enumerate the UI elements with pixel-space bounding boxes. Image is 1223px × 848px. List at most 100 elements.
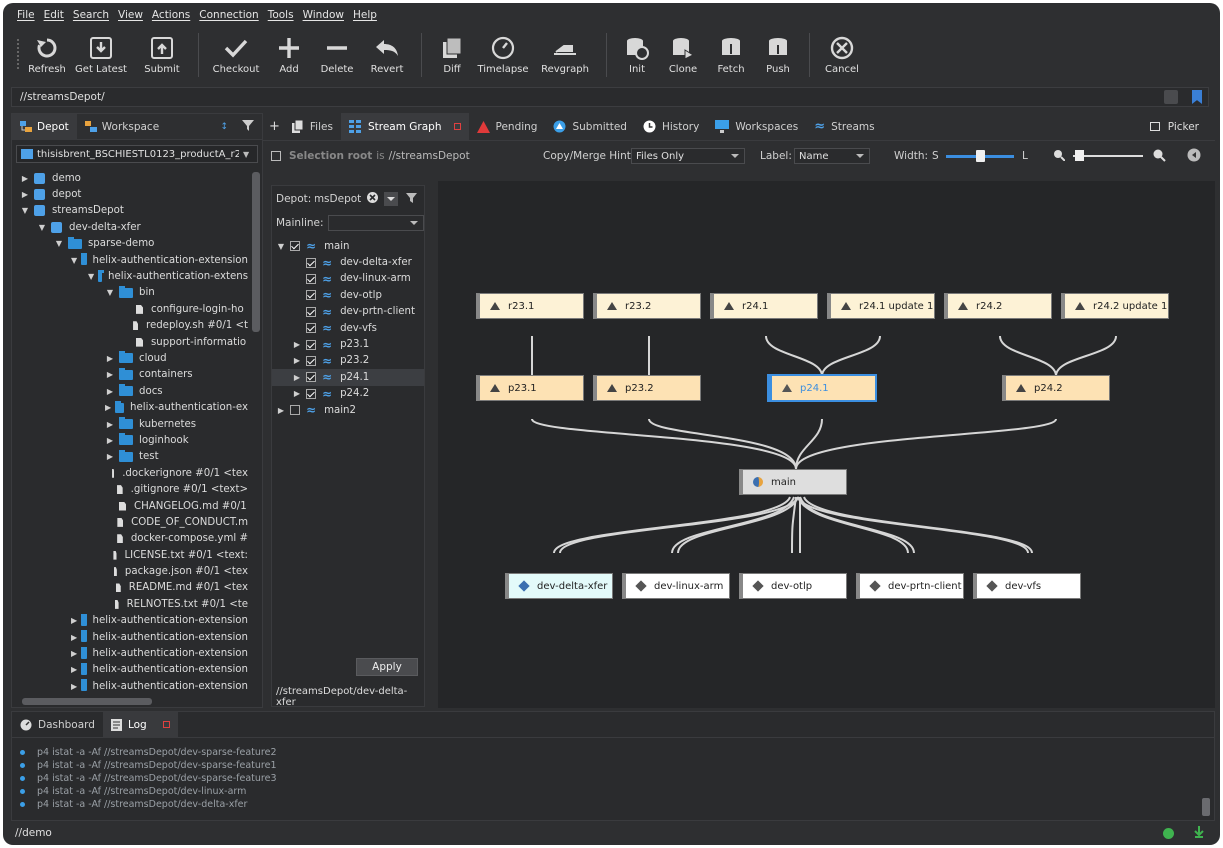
stream-filter-item[interactable]: ▶≈p23.1 (272, 336, 424, 352)
tree-item[interactable]: ▶helix-authentication-extension (12, 629, 248, 645)
delete-button[interactable]: Delete (313, 27, 361, 83)
sort-icon[interactable]: ↕ (220, 122, 228, 132)
new-tab-button[interactable]: + (269, 119, 280, 134)
log-scrollbar[interactable] (1202, 748, 1210, 818)
tree-item[interactable]: ▶depot (12, 186, 248, 202)
chevron-right-icon[interactable]: ▶ (71, 616, 77, 625)
close-tab-icon[interactable] (163, 721, 170, 728)
stream-checkbox[interactable] (306, 372, 316, 382)
stream-checkbox[interactable] (306, 290, 316, 300)
tree-vertical-scrollbar[interactable] (250, 170, 262, 692)
stream-checkbox[interactable] (306, 356, 316, 366)
close-tab-icon[interactable] (454, 123, 461, 130)
stream-filter-item[interactable]: ▶≈main2 (272, 402, 424, 418)
mainline-select[interactable] (328, 215, 424, 231)
tree-item[interactable]: ▼helix-authentication-extens (12, 268, 248, 284)
zoom-in-icon[interactable] (1153, 149, 1166, 165)
tree-item[interactable]: ▶demo (12, 170, 248, 186)
chevron-right-icon[interactable]: ▶ (105, 452, 115, 461)
toolbar-grip[interactable] (17, 39, 20, 69)
chevron-right-icon[interactable]: ▶ (292, 340, 302, 349)
chevron-down-icon[interactable]: ▼ (37, 223, 47, 232)
stream-checkbox[interactable] (306, 307, 316, 317)
stream-node-r24-2[interactable]: r24.2 (944, 293, 1052, 319)
chevron-right-icon[interactable]: ▶ (276, 406, 286, 415)
tree-item[interactable]: ▶helix-authentication-extension (12, 662, 248, 678)
chevron-right-icon[interactable]: ▶ (105, 354, 115, 363)
apply-button[interactable]: Apply (356, 658, 418, 676)
stream-filter-item[interactable]: ▼≈main (272, 238, 424, 254)
menu-file[interactable]: File (17, 9, 35, 21)
clone-button[interactable]: Clone (659, 27, 707, 83)
menu-edit[interactable]: Edit (44, 9, 64, 21)
chevron-right-icon[interactable]: ▶ (71, 682, 77, 691)
stream-node-r24-2-update-1[interactable]: r24.2 update 1 (1061, 293, 1169, 319)
tree-item[interactable]: ▼streamsDepot (12, 203, 248, 219)
zoom-slider-thumb[interactable] (1075, 150, 1084, 161)
chevron-right-icon[interactable]: ▶ (105, 436, 115, 445)
fetch-button[interactable]: Fetch (707, 27, 755, 83)
stream-node-p24-2[interactable]: p24.2 (1002, 375, 1110, 401)
chevron-right-icon[interactable]: ▶ (20, 190, 30, 199)
stream-filter-item[interactable]: ≈dev-prtn-client (272, 304, 424, 320)
cancel-button[interactable]: Cancel (818, 27, 866, 83)
tab-files[interactable]: Files (284, 113, 341, 141)
stream-node-dev-linux-arm[interactable]: dev-linux-arm (622, 573, 730, 599)
download-icon[interactable] (1194, 826, 1204, 841)
tree-item[interactable]: .gitignore #0/1 <text> (12, 481, 248, 497)
stream-node-p23-1[interactable]: p23.1 (476, 375, 584, 401)
tree-item[interactable]: CODE_OF_CONDUCT.m (12, 514, 248, 530)
tree-item[interactable]: README.md #0/1 <tex (12, 580, 248, 596)
width-slider-thumb[interactable] (976, 150, 985, 162)
diff-button[interactable]: Diff (430, 27, 474, 83)
tree-item[interactable]: ▶helix-authentication-extension (12, 613, 248, 629)
chevron-right-icon[interactable]: ▶ (105, 420, 115, 429)
hints-select[interactable]: Files Only (631, 148, 745, 164)
stream-node-dev-delta-xfer[interactable]: dev-delta-xfer (505, 573, 613, 599)
chevron-right-icon[interactable]: ▶ (105, 387, 115, 396)
path-dropdown-button[interactable] (1164, 90, 1178, 104)
stream-node-dev-prtn-client[interactable]: dev-prtn-client (856, 573, 964, 599)
filter-icon[interactable] (406, 192, 417, 206)
tab-submitted[interactable]: Submitted (545, 113, 635, 141)
chevron-right-icon[interactable]: ▶ (292, 373, 302, 382)
tree-item[interactable]: ▼sparse-demo (12, 236, 248, 252)
chevron-right-icon[interactable]: ▶ (20, 174, 30, 183)
stream-filter-item[interactable]: ▶≈p24.1 (272, 369, 424, 385)
push-button[interactable]: Push (755, 27, 801, 83)
stream-node-r24-1[interactable]: r24.1 (710, 293, 818, 319)
tab-pending[interactable]: Pending (469, 113, 546, 141)
tree-item[interactable]: ▶helix-authentication-ex (12, 399, 248, 415)
tree-item[interactable]: package.json #0/1 <tex (12, 563, 248, 579)
tree-item[interactable]: ▶kubernetes (12, 416, 248, 432)
tree-item[interactable]: LICENSE.txt #0/1 <text: (12, 547, 248, 563)
workspace-selector[interactable]: thisisbrent_BSCHIESTL0123_productA_r24.2… (16, 145, 258, 163)
tree-item[interactable]: .dockerignore #0/1 <tex (12, 465, 248, 481)
stream-node-p24-1[interactable]: p24.1 (767, 374, 877, 402)
tab-depot[interactable]: Depot (12, 114, 77, 140)
add-button[interactable]: Add (265, 27, 313, 83)
width-slider[interactable] (946, 152, 1014, 160)
menu-search[interactable]: Search (73, 9, 109, 21)
picker-button[interactable]: Picker (1168, 121, 1199, 133)
tree-item[interactable]: ▼bin (12, 285, 248, 301)
tree-item[interactable]: ▶helix-authentication-extension (12, 645, 248, 661)
tree-item[interactable]: ▶containers (12, 367, 248, 383)
chevron-right-icon[interactable]: ▶ (71, 665, 77, 674)
stream-filter-item[interactable]: ▶≈p24.2 (272, 386, 424, 402)
tree-item[interactable]: ▶docs (12, 383, 248, 399)
chevron-right-icon[interactable]: ▶ (292, 389, 302, 398)
chevron-down-icon[interactable]: ▼ (20, 206, 30, 215)
tab-workspace[interactable]: Workspace (77, 114, 167, 140)
stream-checkbox[interactable] (306, 258, 316, 268)
tree-item[interactable]: CHANGELOG.md #0/1 (12, 498, 248, 514)
stream-node-dev-otlp[interactable]: dev-otlp (739, 573, 847, 599)
chevron-down-icon[interactable]: ▼ (54, 239, 64, 248)
tree-item[interactable]: ▶loginhook (12, 432, 248, 448)
menu-view[interactable]: View (118, 9, 143, 21)
chevron-down-icon[interactable]: ▼ (276, 242, 286, 251)
init-button[interactable]: Init (615, 27, 659, 83)
reset-view-icon[interactable] (1187, 148, 1201, 165)
revert-button[interactable]: Revert (361, 27, 413, 83)
stream-checkbox[interactable] (306, 323, 316, 333)
